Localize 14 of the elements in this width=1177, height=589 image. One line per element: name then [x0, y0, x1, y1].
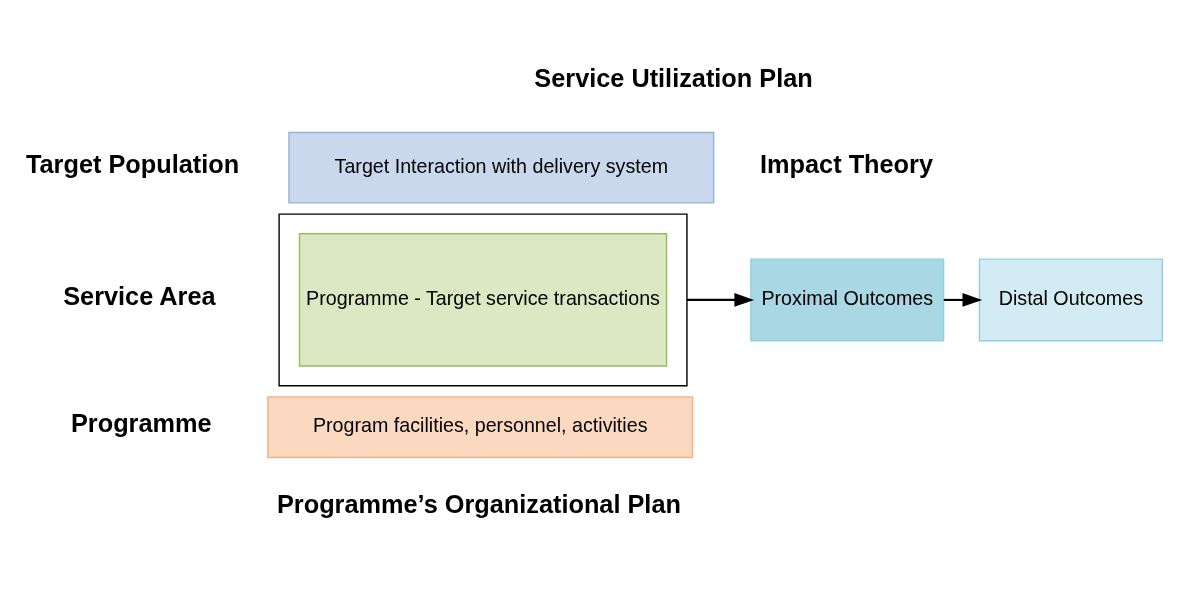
label: Programme’s Organizational Plan — [277, 489, 681, 518]
label: Service Area — [63, 281, 216, 310]
node-box: Program facilities, personnel, activities — [267, 395, 694, 458]
label: Impact Theory — [760, 149, 933, 178]
node-box: Programme - Target service transactions — [298, 232, 668, 367]
arrow — [943, 292, 983, 307]
node-box: Target Interaction with delivery system — [288, 131, 715, 204]
label: Target Population — [25, 149, 240, 178]
label: Service Utilization Plan — [534, 63, 813, 92]
cluster — [278, 212, 688, 386]
node-box: Distal Outcomes — [978, 257, 1163, 341]
node-box: Proximal Outcomes — [750, 257, 945, 341]
arrow — [686, 292, 755, 307]
label: Programme — [70, 408, 212, 437]
